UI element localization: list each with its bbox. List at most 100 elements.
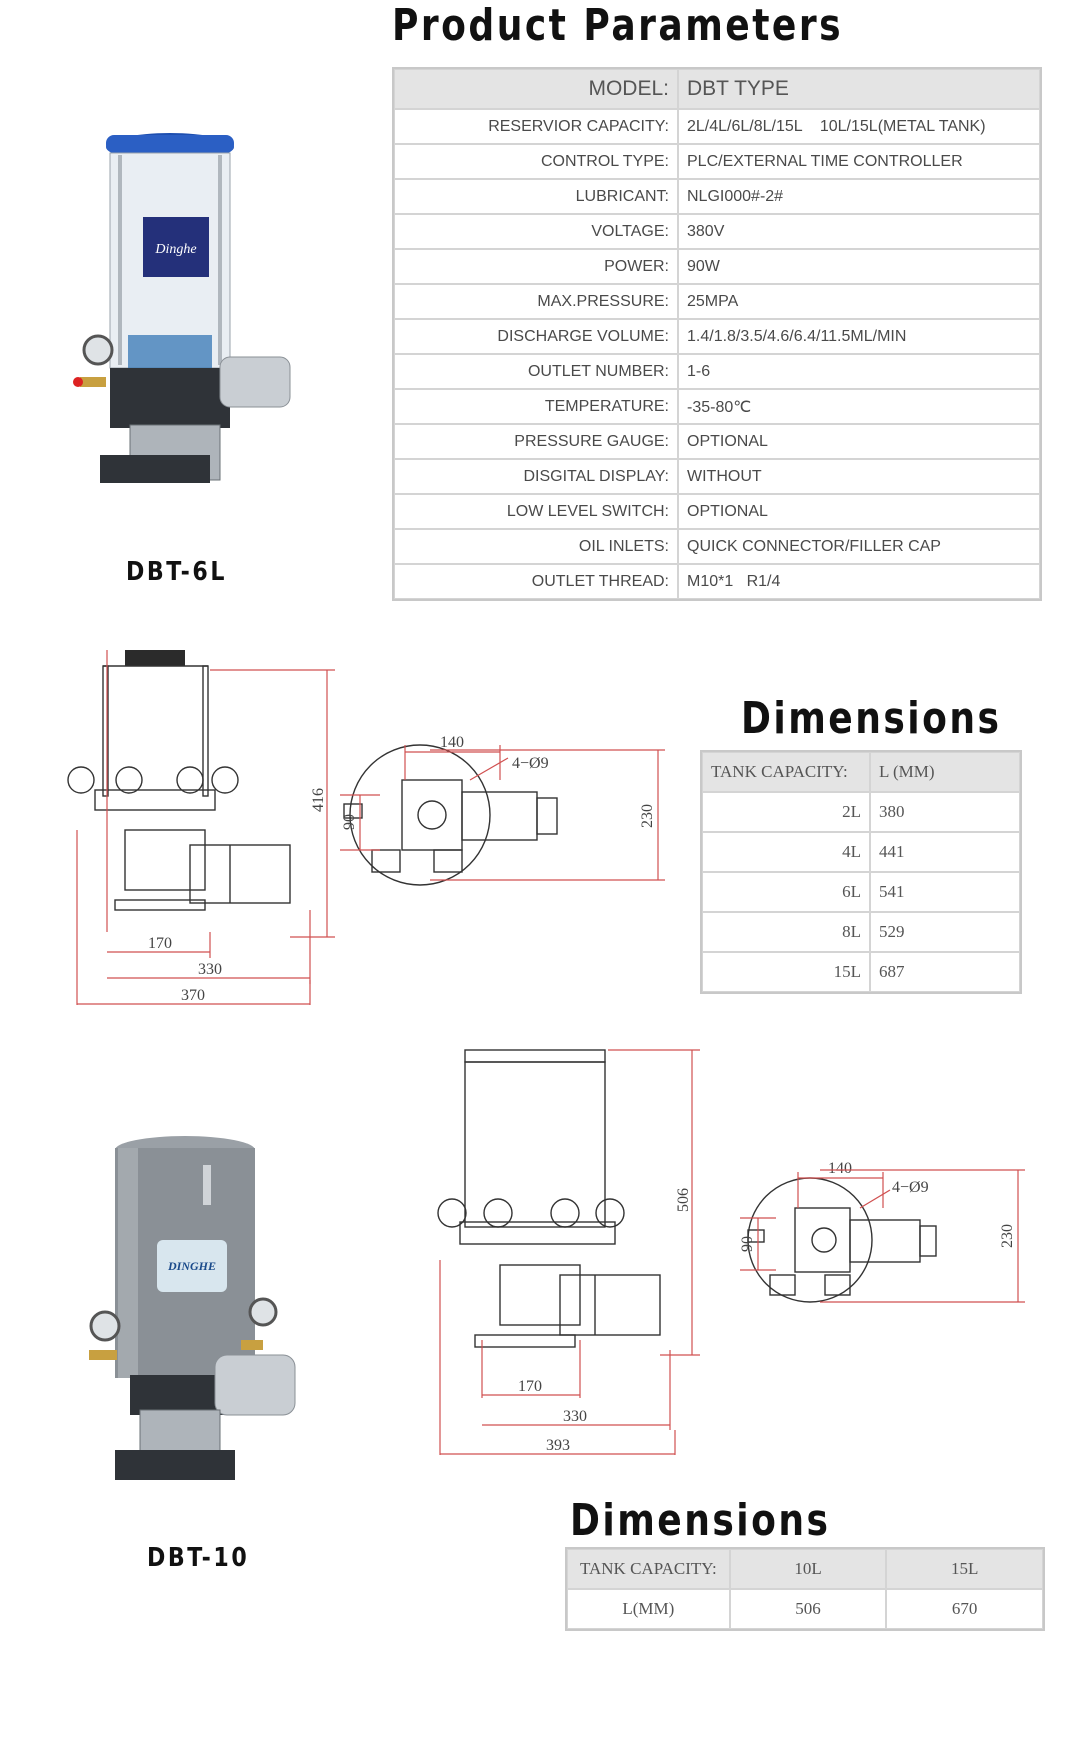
param-key: MAX.PRESSURE: [394, 284, 678, 319]
page-title: Product Parameters [392, 0, 844, 51]
dbt6l-logo: Dinghe [154, 242, 196, 257]
dim-key: 4L [702, 832, 870, 872]
param-key: PRESSURE GAUGE: [394, 424, 678, 459]
param-row: CONTROL TYPE:PLC/EXTERNAL TIME CONTROLLE… [394, 144, 1040, 179]
dim-header-row: TANK CAPACITY: 10L 15L [567, 1549, 1043, 1589]
param-key: OUTLET THREAD: [394, 564, 678, 599]
param-value: M10*1 R1/4 [678, 564, 1040, 599]
param-value: -35-80℃ [678, 389, 1040, 424]
dbt6l-front-drawing: 416 170 330 370 [67, 650, 335, 1005]
dbt6l-front-dim-370: 370 [181, 987, 205, 1004]
param-row: DISGITAL DISPLAY:WITHOUT [394, 459, 1040, 494]
dbt6l-top-dim-90: 90 [341, 814, 358, 830]
dbt10-top-dim-230: 230 [999, 1224, 1016, 1248]
dbt10-front-dim-393: 393 [546, 1437, 570, 1454]
dbt6l-front-dim-330: 330 [198, 961, 222, 978]
dim-row: L(MM) 506 670 [567, 1589, 1043, 1629]
param-row: OUTLET THREAD:M10*1 R1/4 [394, 564, 1040, 599]
param-value: 1-6 [678, 354, 1040, 389]
param-value: PLC/EXTERNAL TIME CONTROLLER [678, 144, 1040, 179]
dim-value: 529 [870, 912, 1020, 952]
dbt6l-front-dim-height: 416 [310, 788, 327, 812]
param-row: RESERVIOR CAPACITY:2L/4L/6L/8L/15L 10L/1… [394, 109, 1040, 144]
parameters-table: MODEL: DBT TYPE RESERVIOR CAPACITY:2L/4L… [392, 67, 1042, 601]
parameters-header-row: MODEL: DBT TYPE [394, 69, 1040, 109]
dim-key: 15L [702, 952, 870, 992]
dimensions-table-dbt10: TANK CAPACITY: 10L 15L L(MM) 506 670 [565, 1547, 1045, 1631]
dbt6l-front-dim-170: 170 [148, 935, 172, 952]
dim-key: 6L [702, 872, 870, 912]
param-value: 90W [678, 249, 1040, 284]
param-value: OPTIONAL [678, 424, 1040, 459]
param-row: VOLTAGE:380V [394, 214, 1040, 249]
param-row: OIL INLETS:QUICK CONNECTOR/FILLER CAP [394, 529, 1040, 564]
param-value: 1.4/1.8/3.5/4.6/6.4/11.5ML/MIN [678, 319, 1040, 354]
param-value: 380V [678, 214, 1040, 249]
param-value: OPTIONAL [678, 494, 1040, 529]
dim-header-cell: 10L [729, 1549, 887, 1589]
dbt6l-top-drawing: 140 4−Ø9 90 230 [340, 734, 665, 886]
param-key: DISCHARGE VOLUME: [394, 319, 678, 354]
dim-key: TANK CAPACITY: [702, 752, 870, 792]
param-row: LUBRICANT:NLGI000#-2# [394, 179, 1040, 214]
dim-cell: 506 [729, 1589, 887, 1629]
dbt10-product-image: DINGHE [89, 1136, 296, 1480]
dim-value: 541 [870, 872, 1020, 912]
dbt10-front-dim-170: 170 [518, 1378, 542, 1395]
param-key: OIL INLETS: [394, 529, 678, 564]
dim-header-row: TANK CAPACITY: L (MM) [702, 752, 1020, 792]
param-value: QUICK CONNECTOR/FILLER CAP [678, 529, 1040, 564]
dbt6l-product-image: Dinghe [73, 133, 291, 483]
param-key: CONTROL TYPE: [394, 144, 678, 179]
dbt10-front-drawing: 506 170 330 393 [437, 1049, 700, 1455]
param-key: RESERVIOR CAPACITY: [394, 109, 678, 144]
dbt10-logo: DINGHE [167, 1259, 216, 1273]
dim-value: 441 [870, 832, 1020, 872]
param-key: MODEL: [394, 69, 678, 109]
param-key: POWER: [394, 249, 678, 284]
param-row: DISCHARGE VOLUME:1.4/1.8/3.5/4.6/6.4/11.… [394, 319, 1040, 354]
param-value: WITHOUT [678, 459, 1040, 494]
param-key: LOW LEVEL SWITCH: [394, 494, 678, 529]
dbt10-top-drawing: 140 4−Ø9 90 230 [739, 1160, 1025, 1303]
dim-header-cell: 15L [886, 1549, 1043, 1589]
param-row: TEMPERATURE:-35-80℃ [394, 389, 1040, 424]
param-row: LOW LEVEL SWITCH:OPTIONAL [394, 494, 1040, 529]
param-key: TEMPERATURE: [394, 389, 678, 424]
param-row: OUTLET NUMBER:1-6 [394, 354, 1040, 389]
param-value: 25MPA [678, 284, 1040, 319]
param-row: MAX.PRESSURE:25MPA [394, 284, 1040, 319]
dim-key: 8L [702, 912, 870, 952]
dimensions-title-dbt10: Dimensions [570, 1495, 831, 1546]
dbt10-model-label: DBT-10 [147, 1543, 250, 1573]
dim-key: 2L [702, 792, 870, 832]
dim-cell: L(MM) [567, 1589, 730, 1629]
dimensions-title-dbt6l: Dimensions [741, 693, 1002, 744]
dbt6l-top-dim-230: 230 [639, 804, 656, 828]
param-key: OUTLET NUMBER: [394, 354, 678, 389]
dim-value: 380 [870, 792, 1020, 832]
dbt10-top-dim-140: 140 [828, 1160, 852, 1177]
param-value: DBT TYPE [678, 69, 1040, 109]
dbt10-front-dim-330: 330 [563, 1408, 587, 1425]
dim-cell: 670 [886, 1589, 1043, 1629]
param-key: LUBRICANT: [394, 179, 678, 214]
dim-value: L (MM) [870, 752, 1020, 792]
dbt6l-model-label: DBT-6L [126, 557, 227, 587]
param-row: PRESSURE GAUGE:OPTIONAL [394, 424, 1040, 459]
param-value: NLGI000#-2# [678, 179, 1040, 214]
dbt6l-top-dim-140: 140 [440, 734, 464, 751]
param-value: 2L/4L/6L/8L/15L 10L/15L(METAL TANK) [678, 109, 1040, 144]
dbt6l-top-holes: 4−Ø9 [512, 755, 549, 772]
dbt10-top-dim-90: 90 [739, 1236, 756, 1252]
dim-header-cell: TANK CAPACITY: [567, 1549, 730, 1589]
dim-value: 687 [870, 952, 1020, 992]
param-key: VOLTAGE: [394, 214, 678, 249]
dbt10-top-holes: 4−Ø9 [892, 1179, 929, 1196]
